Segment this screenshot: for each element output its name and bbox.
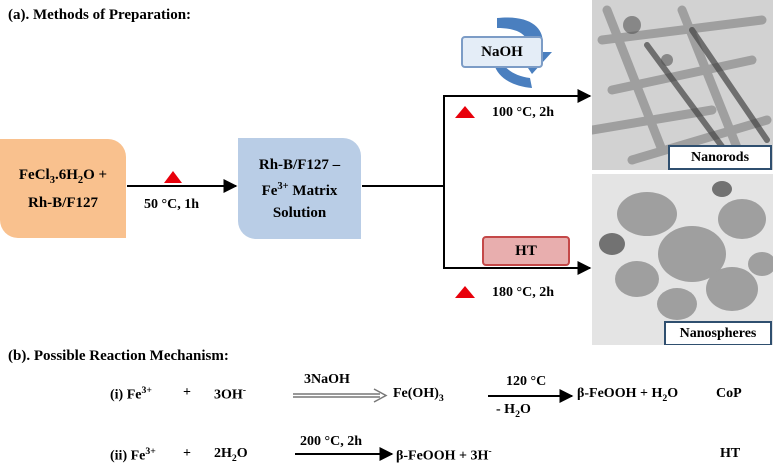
heat-triangle-top [455, 106, 475, 118]
reaction1-product: β-FeOOH + H2O [577, 386, 679, 404]
nanorods-tem-image: Nanorods [592, 0, 773, 170]
naoh-reagent-tag: NaOH [461, 36, 543, 68]
section-b-title: (b). Possible Reaction Mechanism: [8, 348, 229, 364]
reaction1-method: CoP [716, 386, 742, 401]
reaction2-plus: + [183, 446, 191, 461]
reaction1-label: (i) Fe3+ [110, 385, 152, 403]
reaction1-intermediate: Fe(OH)3 [393, 386, 444, 404]
reaction1-arrow-label: 3NaOH [304, 372, 350, 387]
matrix-box: Rh-B/F127 – Fe3+ Matrix Solution [238, 138, 361, 239]
section-a-title: (a). Methods of Preparation: [8, 7, 192, 23]
matrix-line2: Fe3+ Matrix [261, 180, 338, 199]
matrix-line3: Solution [272, 204, 327, 221]
precursor-line2: Rh-B/F127 [27, 194, 98, 211]
step1-condition: 50 °C, 1h [144, 197, 199, 212]
nanorods-texture [592, 0, 773, 170]
nanospheres-texture [592, 174, 773, 345]
ht-reagent-tag: HT [482, 236, 570, 266]
reaction2-method: HT [720, 446, 741, 461]
reaction2-product: β-FeOOH + 3H- [396, 446, 492, 464]
reaction1-plus: + [183, 385, 191, 400]
reaction1-arrow2-bottom: - H2O [496, 402, 531, 420]
heat-triangle-step1 [164, 171, 182, 183]
reaction2-reagent: 2H2O [214, 446, 248, 464]
reaction1-arrow2-top: 120 °C [506, 374, 547, 389]
matrix-line1: Rh-B/F127 – [258, 156, 341, 173]
reaction2-arrow-label: 200 °C, 2h [300, 434, 362, 449]
reaction2-label: (ii) Fe3+ [110, 446, 156, 464]
heat-triangle-bottom [455, 286, 475, 298]
precursor-line1: FeCl3.6H2O + [18, 166, 108, 186]
bottom-branch-condition: 180 °C, 2h [492, 285, 554, 300]
nanospheres-tem-image: Nanospheres [592, 174, 773, 345]
top-branch-condition: 100 °C, 2h [492, 105, 554, 120]
reaction1-reagent: 3OH- [214, 385, 247, 403]
nanospheres-label: Nanospheres [664, 321, 772, 345]
precursor-box: FeCl3.6H2O + Rh-B/F127 [0, 139, 126, 238]
nanorods-label: Nanorods [668, 145, 772, 170]
curved-arrow-naoh-lower [494, 62, 532, 88]
